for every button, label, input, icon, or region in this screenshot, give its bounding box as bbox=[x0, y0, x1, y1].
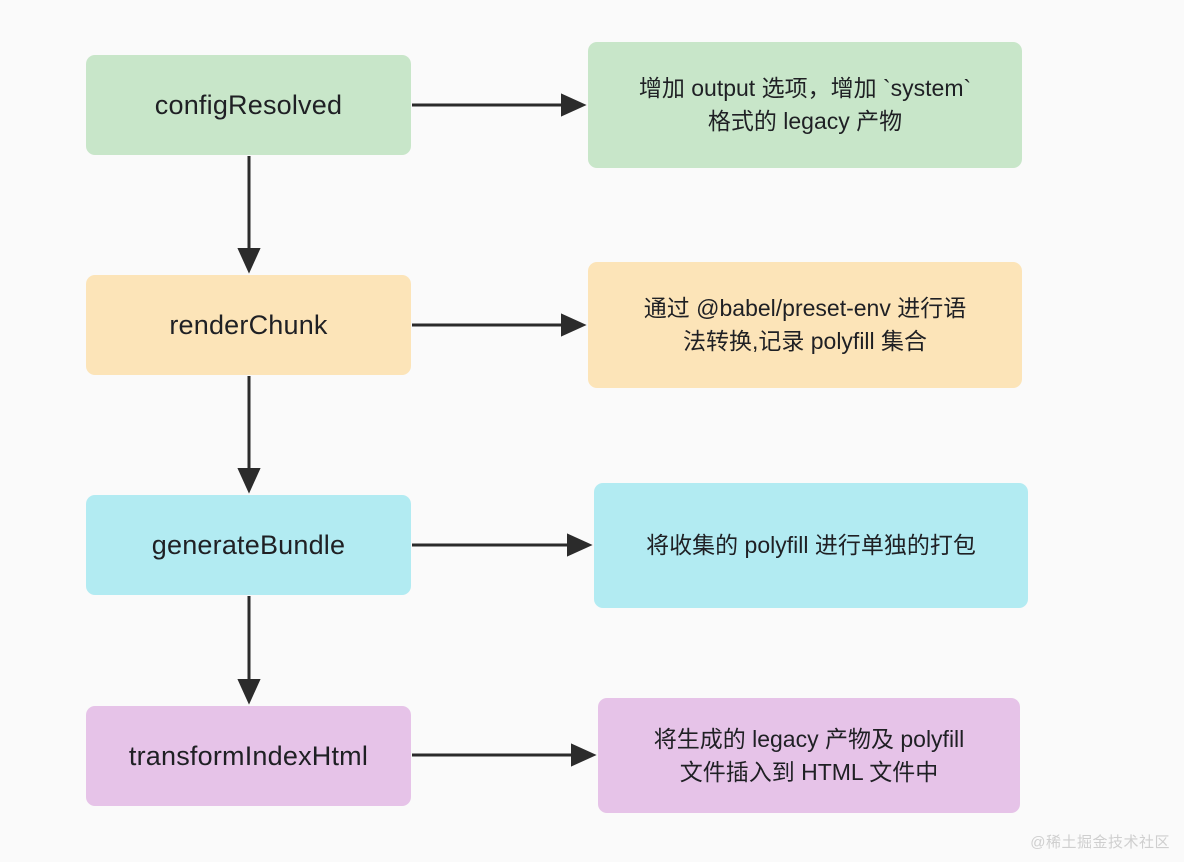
description-node-render-chunk[interactable]: 通过 @babel/preset-env 进行语 法转换,记录 polyfill… bbox=[588, 262, 1022, 388]
description-line: 将生成的 legacy 产物及 polyfill bbox=[653, 725, 965, 752]
stage-node-config-resolved[interactable]: configResolved bbox=[86, 55, 411, 155]
description-line: 将收集的 polyfill 进行单独的打包 bbox=[646, 532, 976, 559]
description-node-transform-index-html[interactable]: 将生成的 legacy 产物及 polyfill 文件插入到 HTML 文件中 bbox=[598, 698, 1020, 813]
stage-node-transform-index-html[interactable]: transformIndexHtml bbox=[86, 706, 411, 806]
description-node-config-resolved[interactable]: 增加 output 选项，增加 `system` 格式的 legacy 产物 bbox=[588, 42, 1022, 168]
description-line: 增加 output 选项，增加 `system` bbox=[638, 75, 972, 102]
stage-node-render-chunk[interactable]: renderChunk bbox=[86, 275, 411, 375]
stage-node-generate-bundle[interactable]: generateBundle bbox=[86, 495, 411, 595]
description-node-generate-bundle[interactable]: 将收集的 polyfill 进行单独的打包 bbox=[594, 483, 1028, 608]
description-line: 法转换,记录 polyfill 集合 bbox=[682, 328, 928, 354]
description-line: 通过 @babel/preset-env 进行语 bbox=[643, 295, 967, 322]
description-line: 文件插入到 HTML 文件中 bbox=[679, 758, 939, 785]
watermark: @稀土掘金技术社区 bbox=[1030, 834, 1170, 851]
description-line: 格式的 legacy 产物 bbox=[707, 108, 903, 134]
